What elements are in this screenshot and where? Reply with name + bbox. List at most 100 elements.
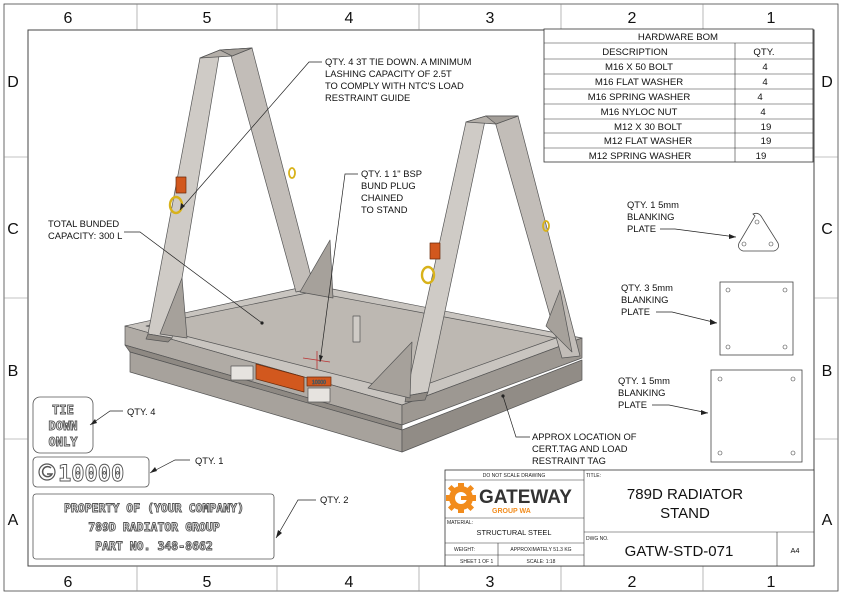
zone-col-2-bottom: 2 [628,574,637,591]
right-gusset-front [367,341,413,399]
left-frame-front-leg [147,49,221,339]
stencil-tie-down-only: TIE DOWN ONLY QTY. 4 [32,396,156,454]
blank-sq3-note-line-3: PLATE [621,306,650,317]
left-frame-rear-leg [229,47,315,293]
property-stencil-line-3: PART NO. 348-8662 [95,539,213,553]
bom-row-2-qty: 4 [762,77,768,88]
bom-row-7-description: M12 SPRING WASHER [589,151,692,162]
zone-row-d-left: D [7,74,19,91]
blank-tri-note-line-1: QTY. 1 5mm [627,199,679,210]
annotation-capacity: TOTAL BUNDED CAPACITY: 300 L [48,218,264,325]
bom-row-4-qty: 4 [760,107,766,118]
zone-col-5-bottom: 5 [203,574,212,591]
blank-sq1-note-line-3: PLATE [618,399,647,410]
title-block: DO NOT SCALE DRAWING GATEWAY G [444,469,815,567]
tie-down-stencil-line-1: TIE [52,403,74,417]
zone-row-a-right: A [822,512,833,529]
material-value: STRUCTURAL STEEL [477,528,552,537]
zone-col-2-top: 2 [628,10,637,27]
left-gusset-rear [299,239,334,299]
asset-number-qty: QTY. 1 [195,455,224,466]
blank-sq1-note-line-1: QTY. 1 5mm [618,375,670,386]
base-channel-side [401,359,583,453]
tie-down-note-line-1: QTY. 4 3T TIE DOWN. A MINIMUM [325,56,472,67]
drawing-title-line-1: 789D RADIATOR [627,486,743,503]
blank-sq1-note-line-2: BLANKING [618,387,665,398]
bund-plug-note-line-1: QTY. 1 1" BSP [361,168,422,179]
zone-labels-left: D C B A [7,74,19,529]
blank-sq3-note-line-1: QTY. 3 5mm [621,282,673,293]
zone-col-4-top: 4 [345,10,354,27]
tie-down-note-line-2: LASHING CAPACITY OF 2.5T [325,68,452,79]
bom-row-7-qty: 19 [756,151,767,162]
asset-tag-on-base [306,376,332,387]
drawing-scale: SCALE: 1:18 [527,559,556,565]
weight-label: WEIGHT: [454,547,475,553]
annotation-tie-down: QTY. 4 3T TIE DOWN. A MINIMUM LASHING CA… [179,56,472,211]
left-gusset-front [159,277,188,339]
bom-header-description: DESCRIPTION [602,47,668,58]
blank-tri-note-line-2: BLANKING [627,211,674,222]
bom-row-5-qty: 19 [761,122,772,133]
zone-row-c-right: C [821,221,833,238]
tie-down-stencil-line-3: ONLY [49,435,79,449]
zone-col-4-bottom: 4 [345,574,354,591]
annotation-bund-plug: QTY. 1 1" BSP BUND PLUG CHAINED TO STAND [319,168,422,363]
annotation-cert-tag: APPROX LOCATION OF CERT.TAG AND LOAD RES… [501,394,637,466]
right-tie-down-shackle [420,265,436,285]
capacity-note-line-2: CAPACITY: 300 L [48,230,122,241]
blank-sq3-note-line-2: BLANKING [621,294,668,305]
tie-down-stencil-qty: QTY. 4 [127,406,156,417]
sheet-size: A4 [790,546,799,555]
tie-down-stencil-line-2: DOWN [49,419,78,433]
zone-labels-right: D C B A [821,74,833,529]
gateway-logo: GATEWAY GROUP WA [446,483,572,515]
bund-plug-post [352,315,361,343]
blank-tri-note-line-3: PLATE [627,223,656,234]
zone-row-c-left: C [7,221,19,238]
zone-col-5-top: 5 [203,10,212,27]
zone-col-6-top: 6 [64,10,73,27]
tie-down-note-line-4: RESTRAINT GUIDE [325,92,410,103]
brand-name: GATEWAY [479,487,572,508]
capacity-note-line-1: TOTAL BUNDED [48,218,119,229]
zone-row-b-left: B [8,363,19,380]
blanking-plate-triangle: QTY. 1 5mm BLANKING PLATE [627,199,779,252]
zone-ticks [4,4,838,591]
asset-tag-on-base-text: 10000 [312,380,326,386]
bom-row-4-description: M16 NYLOC NUT [601,107,678,118]
forklift-slot-right [307,387,331,403]
forklift-slot-left [230,365,254,381]
bund-plug-note-line-2: BUND PLUG [361,180,416,191]
zone-col-1-top: 1 [767,10,776,27]
bund-plug-note-line-4: TO STAND [361,204,408,215]
zone-row-d-right: D [821,74,833,91]
radiator-stand-isometric: 10000 [124,47,583,453]
drawing-number: GATW-STD-071 [625,543,734,560]
bom-row-3-description: M16 SPRING WASHER [588,92,691,103]
bom-row-1-description: M16 X 50 BOLT [605,62,673,73]
bund-plug-note-line-3: CHAINED [361,192,403,203]
right-tie-down-plate [429,242,441,260]
property-stencil-line-1: PROPERTY OF (YOUR COMPANY) [64,501,244,515]
bom-row-3-qty: 4 [757,92,763,103]
asset-number-stencil-text: 10000 [58,462,124,487]
property-stencil-line-2: 789D RADIATOR GROUP [88,520,220,534]
bom-row-1-qty: 4 [762,62,768,73]
zone-col-3-bottom: 3 [486,574,495,591]
zone-row-b-right: B [822,363,833,380]
zone-col-3-top: 3 [486,10,495,27]
blanking-plate-square-qty3: QTY. 3 5mm BLANKING PLATE [621,281,794,356]
bom-header-qty: QTY. [753,47,774,58]
dwg-no-label: DWG NO. [586,536,609,542]
weight-value: APPROXIMATELY 51.3 KG [510,547,571,553]
do-not-scale-note: DO NOT SCALE DRAWING [483,473,546,479]
tray-right-wall [401,337,583,426]
bom-row-6-qty: 19 [761,136,772,147]
tie-down-note-line-3: TO COMPLY WITH NTC'S LOAD [325,80,464,91]
material-label: MATERIAL: [447,520,473,526]
blanking-plate-square-qty1: QTY. 1 5mm BLANKING PLATE [618,369,803,463]
right-gusset-rear [545,289,573,353]
